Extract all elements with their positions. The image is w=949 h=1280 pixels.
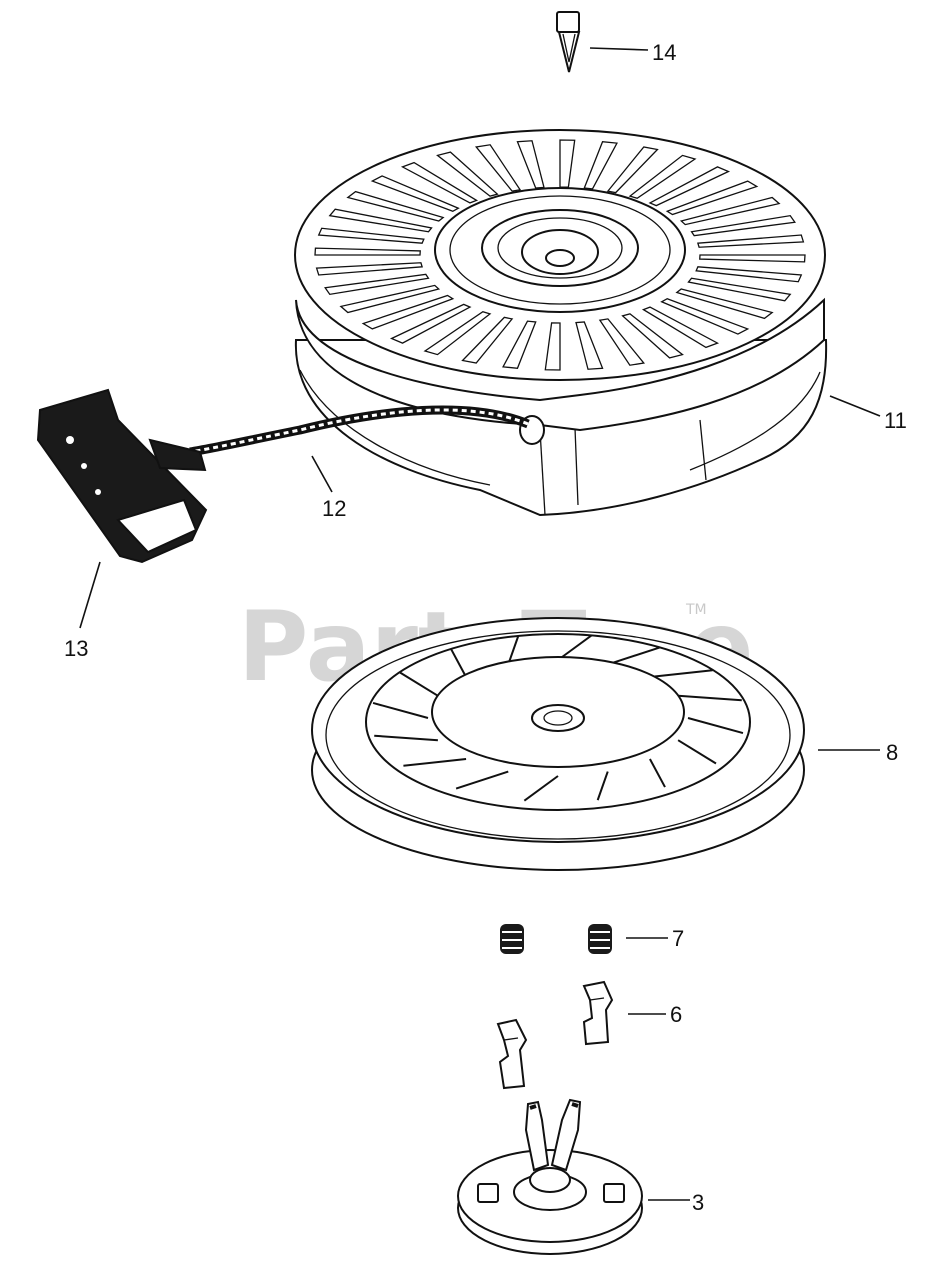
- part-hub[interactable]: [457, 1098, 643, 1255]
- housing-vent-slot: [474, 144, 522, 192]
- callout-label-14: 14: [652, 40, 676, 65]
- housing-vent-slot: [679, 196, 781, 226]
- housing-vent-slot: [621, 313, 684, 359]
- housing-vent-slot: [317, 227, 425, 244]
- pulley-fin: [607, 646, 661, 666]
- housing-vent-slot: [598, 318, 646, 366]
- part-spring-left[interactable]: [500, 924, 524, 954]
- pulley-fin: [507, 635, 520, 665]
- part-retainer-clip[interactable]: [556, 11, 581, 73]
- housing-vent-slot: [314, 247, 421, 256]
- pulley-fin: [649, 758, 666, 788]
- part-starter-handle[interactable]: [36, 388, 208, 564]
- callout-label-8: 8: [886, 740, 898, 765]
- housing-vent-slot: [606, 146, 659, 194]
- pulley-fin: [687, 717, 744, 735]
- part-pawl-right[interactable]: [582, 980, 614, 1046]
- housing-vent-slot: [641, 306, 720, 349]
- pulley-fin: [523, 775, 559, 802]
- housing-vent-slot: [423, 311, 492, 356]
- leader-13: [79, 561, 101, 629]
- housing-vent-slot: [400, 161, 479, 204]
- housing-vent-slot: [699, 254, 806, 263]
- housing-vent-slot: [370, 175, 460, 213]
- housing-vent-slot: [628, 154, 697, 199]
- callout-label-13: 13: [64, 636, 88, 661]
- housing-vent-slot: [695, 266, 803, 283]
- housing-vent-slot: [665, 180, 759, 216]
- callout-label-12: 12: [322, 496, 346, 521]
- pulley-fins: [372, 634, 744, 802]
- pulley-fin: [649, 669, 713, 678]
- housing-vent-slot: [648, 166, 731, 207]
- housing-vent-slot: [575, 321, 604, 370]
- pulley-fin: [677, 739, 717, 765]
- part-pawl-left[interactable]: [496, 1018, 528, 1090]
- housing-vent-slot: [361, 294, 455, 330]
- housing-vent-slot: [461, 316, 514, 364]
- housing-vent-slot: [583, 141, 618, 190]
- leader-12: [311, 455, 333, 493]
- housing-vent-slot: [346, 190, 445, 222]
- callout-label-3: 3: [692, 1190, 704, 1215]
- pulley-fin: [557, 634, 593, 661]
- pulley-fin: [596, 771, 609, 801]
- housing-vent-slot: [436, 151, 499, 197]
- part-starter-pulley[interactable]: [311, 617, 805, 871]
- watermark-trademark: TM: [685, 602, 707, 618]
- callout-label-6: 6: [670, 1002, 682, 1027]
- housing-vent-slot: [697, 234, 805, 248]
- part-spring-right[interactable]: [588, 924, 612, 954]
- pulley-fin: [678, 694, 742, 702]
- leader-14: [589, 47, 649, 51]
- pulley-fin: [399, 671, 439, 697]
- part-starter-housing[interactable]: [294, 129, 828, 517]
- part-starter-rope[interactable]: [189, 405, 530, 457]
- pulley-fin: [455, 770, 509, 790]
- housing-vent-slot: [324, 273, 430, 296]
- callout-label-7: 7: [672, 926, 684, 951]
- housing-vent-slot: [328, 208, 433, 233]
- housing-vent-slot: [675, 288, 774, 320]
- housing-vent-slot: [687, 277, 792, 302]
- pulley-fin: [374, 734, 438, 742]
- housing-vents: [314, 139, 806, 371]
- pulley-fin: [450, 648, 467, 678]
- pulley-fin: [372, 701, 429, 719]
- housing-vent-slot: [690, 214, 796, 237]
- pulley-fin: [403, 758, 467, 767]
- housing-vent-slot: [660, 297, 750, 335]
- callout-label-11: 11: [884, 408, 907, 433]
- leader-11: [829, 395, 881, 417]
- housing-vent-slot: [502, 320, 537, 369]
- housing-vent-slot: [389, 303, 472, 344]
- housing-vent-slot: [339, 284, 441, 314]
- housing-vent-slot: [544, 322, 561, 371]
- housing-vent-slot: [315, 262, 423, 276]
